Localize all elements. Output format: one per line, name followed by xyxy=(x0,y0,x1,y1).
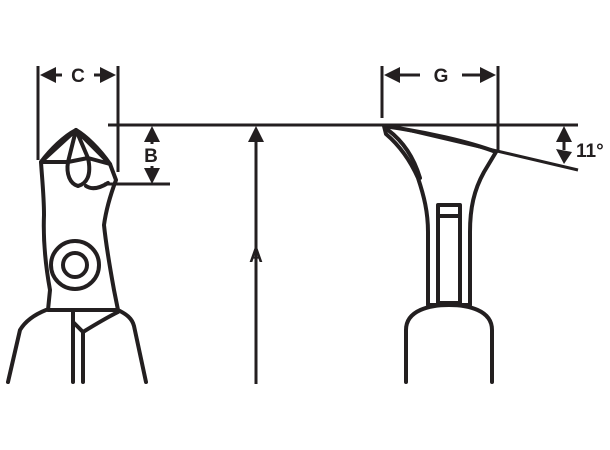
front-handle-left xyxy=(6,308,75,384)
dimension-c-label: C xyxy=(71,66,85,87)
dimension-g-arrow-right xyxy=(480,67,496,83)
front-jaw-facet-left xyxy=(39,128,78,164)
dimension-b-arrow-down xyxy=(144,168,160,184)
angle-arrow-down xyxy=(556,149,572,164)
angle-line xyxy=(385,123,579,172)
dimension-b-arrow-up xyxy=(144,126,160,142)
pivot-outer-ring xyxy=(49,239,101,291)
front-handle-right xyxy=(81,308,148,384)
dimension-a: A xyxy=(248,126,264,384)
dimension-g: G xyxy=(380,66,500,150)
dimension-c-arrow-left xyxy=(40,67,56,83)
side-head-inner-edge xyxy=(386,128,422,180)
angle-label: 11° xyxy=(576,141,604,162)
side-slot xyxy=(436,203,462,305)
dimension-a-arrow xyxy=(248,126,264,142)
dimension-c-arrow-right xyxy=(100,67,116,83)
front-cutting-edge xyxy=(65,156,92,188)
dimension-b-label: B xyxy=(144,146,158,167)
dimension-b: B xyxy=(104,126,170,186)
dimension-c: C xyxy=(36,66,120,172)
pivot-inner-ring xyxy=(61,251,89,279)
front-view-plier xyxy=(6,128,148,384)
front-head-outline xyxy=(39,128,120,312)
dimension-g-arrow-left xyxy=(384,67,400,83)
side-view-plier xyxy=(382,124,498,384)
front-handle-right-inner xyxy=(81,310,120,334)
dimension-angle: 11° xyxy=(385,123,604,172)
side-handle xyxy=(404,303,494,384)
front-jaw-facet-right xyxy=(74,128,112,166)
angle-arrow-up xyxy=(556,126,572,142)
dimension-g-label: G xyxy=(434,66,449,87)
dimension-a-label: A xyxy=(249,246,263,267)
